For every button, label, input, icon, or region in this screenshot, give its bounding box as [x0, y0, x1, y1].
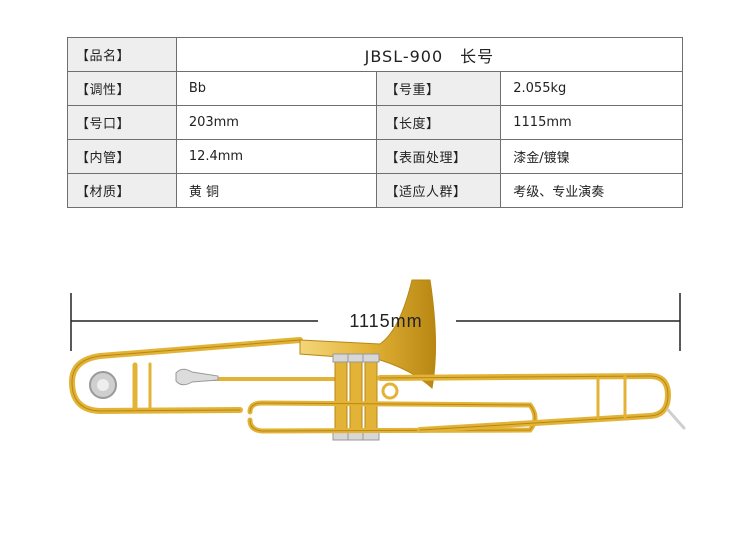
- tuning-slide: [377, 372, 686, 433]
- weight-label: 【号重】: [376, 71, 502, 106]
- bell-label: 【号口】: [67, 105, 177, 140]
- finish-label: 【表面处理】: [376, 139, 502, 174]
- spec-table: 【品名】 JBSL-900 长号 【调性】 Bb 【号重】 2.055kg 【号…: [67, 37, 684, 208]
- material-value: 黄 铜: [175, 173, 378, 208]
- tone-value: Bb: [175, 71, 378, 106]
- trombone-illustration: 1115mm: [68, 279, 686, 441]
- length-label: 【长度】: [376, 105, 502, 140]
- slide-section: [68, 337, 342, 415]
- dimension-label: 1115mm: [349, 311, 422, 331]
- audience-value: 考级、专业演奏: [500, 173, 683, 208]
- slide-brace: [89, 371, 117, 399]
- mouthpiece: [175, 368, 219, 386]
- length-value: 1115mm: [500, 105, 683, 140]
- bell: [299, 279, 437, 389]
- bell-value: 203mm: [175, 105, 378, 140]
- material-label: 【材质】: [67, 173, 177, 208]
- spec-row-tone: 【调性】 Bb 【号重】 2.055kg: [67, 71, 683, 106]
- audience-label: 【适应人群】: [376, 173, 502, 208]
- spec-row-bell: 【号口】 203mm 【长度】 1115mm: [67, 105, 683, 140]
- valve-section: [332, 353, 399, 441]
- bore-label: 【内管】: [67, 139, 177, 174]
- spec-row-bore: 【内管】 12.4mm 【表面处理】 漆金/镀镍: [67, 139, 683, 174]
- bore-value: 12.4mm: [175, 139, 378, 174]
- valve-tubing: [247, 400, 538, 434]
- spec-row-material: 【材质】 黄 铜 【适应人群】 考级、专业演奏: [67, 173, 683, 208]
- model-title: JBSL-900 长号: [175, 37, 684, 72]
- weight-value: 2.055kg: [500, 71, 683, 106]
- dimension-line: [70, 293, 681, 351]
- trombone-figure: 1115mm: [0, 270, 750, 470]
- finish-value: 漆金/镀镍: [500, 139, 683, 174]
- tone-label: 【调性】: [67, 71, 177, 106]
- name-label: 【品名】: [67, 37, 177, 72]
- spec-row-name: 【品名】 JBSL-900 长号: [67, 37, 684, 72]
